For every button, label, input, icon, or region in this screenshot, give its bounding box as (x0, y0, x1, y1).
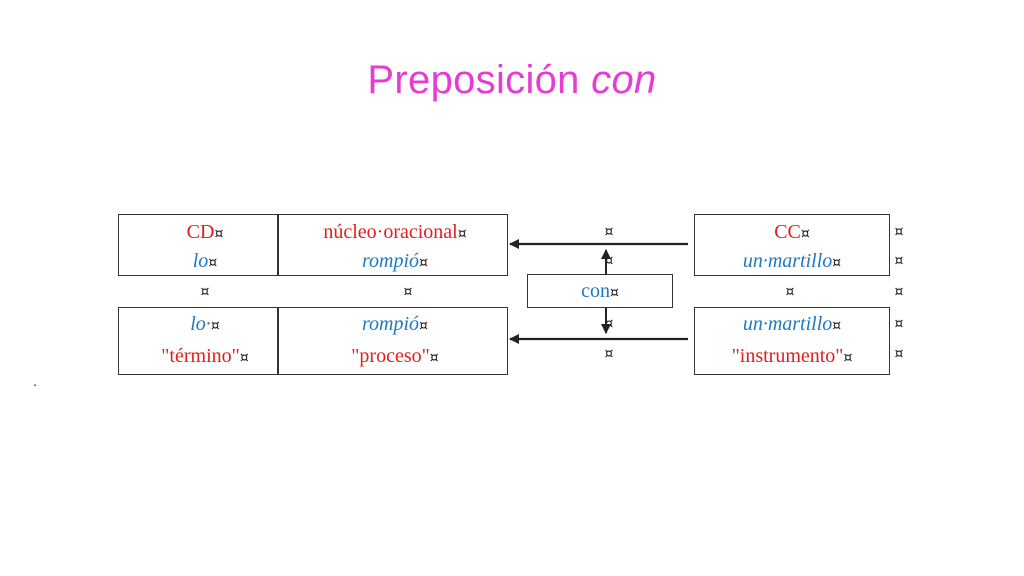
martillo-label-top: un·martillo¤ (742, 250, 842, 272)
mark-arrow-col-3: ¤ (604, 316, 614, 332)
mark-arrow-col-2: ¤ (604, 253, 614, 269)
rompio-label-top: rompió¤ (362, 250, 428, 272)
mark-arrow-col-4: ¤ (604, 346, 614, 362)
stray-dot: . (33, 375, 37, 390)
con-box (527, 274, 673, 308)
cd-label: CD¤ (186, 221, 224, 243)
mark-right-col-3: ¤ (894, 316, 904, 332)
left-top-box (118, 214, 508, 276)
right-top-box (694, 214, 890, 276)
mark-arrow-col-1: ¤ (604, 224, 614, 240)
title-main: Preposición (367, 58, 580, 102)
instrumento-label: "instrumento"¤ (731, 345, 853, 367)
lo-label-bottom: lo·¤ (190, 313, 220, 335)
mark-far-right-mid: ¤ (894, 284, 904, 300)
mark-center-mid: ¤ (403, 284, 413, 300)
mark-left-mid: ¤ (200, 284, 210, 300)
mark-right-mid: ¤ (785, 284, 795, 300)
right-bottom-box (694, 307, 890, 375)
left-top-divider (277, 214, 279, 276)
rompio-label-bottom: rompió¤ (362, 313, 428, 335)
title-em: con (591, 58, 657, 102)
mark-right-col-2: ¤ (894, 253, 904, 269)
left-bottom-divider (277, 307, 279, 375)
martillo-label-bottom: un·martillo¤ (742, 313, 842, 335)
slide-title: Preposición con (0, 58, 1024, 103)
nucleo-oracional-label: núcleo·oracional¤ (323, 221, 467, 243)
con-label: con¤ (581, 280, 619, 302)
mark-right-col-4: ¤ (894, 346, 904, 362)
left-bottom-box (118, 307, 508, 375)
proceso-label: "proceso"¤ (351, 345, 439, 367)
mark-right-col-1: ¤ (894, 224, 904, 240)
termino-label: "término"¤ (161, 345, 249, 367)
cc-label: CC¤ (774, 221, 810, 243)
lo-label: lo¤ (192, 250, 218, 272)
